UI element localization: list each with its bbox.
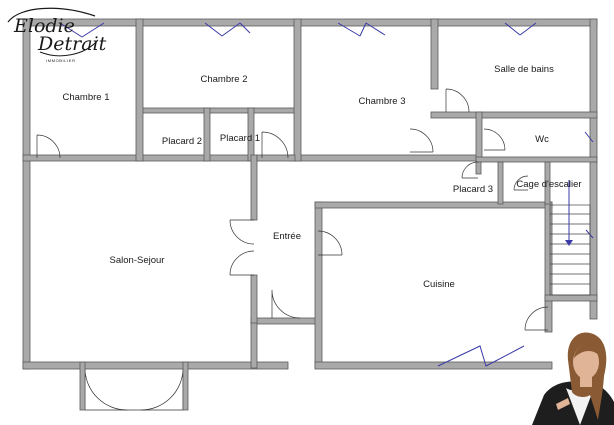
label-cuisine: Cuisine	[423, 279, 455, 290]
door-kitchen	[317, 230, 343, 256]
stair-arrow-icon	[565, 240, 573, 246]
label-wc: Wc	[535, 134, 549, 145]
label-cage-escalier: Cage d'escalier	[516, 179, 581, 190]
label-chambre3: Chambre 3	[359, 96, 406, 107]
door-cage	[513, 175, 529, 191]
window-sdb	[504, 22, 537, 36]
label-placard2: Placard 2	[162, 136, 202, 147]
wall-kitchen-top	[314, 201, 553, 209]
staircase	[549, 180, 591, 296]
doors	[36, 88, 549, 411]
wall-salon-entree	[250, 154, 258, 221]
logo-name-last: Detrait	[37, 33, 107, 55]
label-chambre2: Chambre 2	[201, 74, 248, 85]
door-placard1	[261, 131, 289, 159]
wall-chambre3-bottom	[289, 154, 481, 162]
door-kitchen-right	[524, 306, 549, 331]
wall-salon-entree-low	[250, 274, 258, 324]
door-entree	[271, 289, 301, 319]
door-sdb	[445, 88, 470, 113]
wall-wc-left	[475, 111, 483, 163]
wall-ch2-ch3	[293, 18, 302, 162]
wall-right-lower	[544, 294, 598, 302]
label-salle-de-bains: Salle de bains	[494, 64, 554, 75]
wall-placard3-right	[497, 161, 504, 205]
wall-placard-bottom	[137, 154, 255, 162]
wall-entree-top	[256, 154, 296, 162]
wall-sdb-bottom	[430, 111, 598, 119]
window-chambre3	[337, 22, 386, 37]
wall-kitchen-bottom	[314, 361, 553, 370]
wall-placard3-left	[475, 161, 482, 175]
door-salon-2	[229, 250, 255, 276]
wall-left	[22, 18, 31, 370]
agent-portrait	[532, 332, 614, 425]
windows	[59, 22, 594, 367]
logo-tagline: IMMOBILIER	[46, 58, 76, 63]
door-salon	[229, 219, 255, 245]
agency-logo: Elodie Detrait IMMOBILIER	[7, 7, 107, 63]
window-chambre1	[59, 22, 105, 38]
wall-ch1-ch2	[135, 18, 144, 162]
wall-bedrooms-bottom	[22, 154, 139, 162]
wall-chambre2-bottom	[137, 107, 299, 114]
wall-kitchen-right	[544, 201, 553, 333]
label-placard1: Placard 1	[220, 133, 260, 144]
wall-top	[22, 18, 598, 27]
window-wc	[584, 131, 594, 143]
wall-kitchen-left	[314, 201, 323, 369]
wall-entree-bottom	[250, 317, 320, 325]
room-labels: Chambre 1 Chambre 2 Chambre 3 Salle de b…	[63, 64, 582, 290]
label-chambre1: Chambre 1	[63, 92, 110, 103]
wall-frame-left	[79, 361, 86, 411]
door-salon-french	[84, 368, 184, 411]
door-chambre1	[36, 134, 61, 159]
wall-bottom-left	[22, 361, 289, 370]
logo-name-first: Elodie	[13, 15, 75, 37]
door-chambre3	[409, 128, 434, 153]
wall-entree-left-stub	[250, 317, 258, 369]
wall-frame-right	[182, 361, 189, 411]
window-chambre2	[204, 22, 251, 37]
wall-right	[589, 18, 598, 320]
window-kitchen	[437, 345, 525, 367]
label-entree: Entrée	[273, 231, 301, 242]
label-placard3: Placard 3	[453, 184, 493, 195]
wall-ch3-sdb	[430, 18, 439, 90]
wall-placard-mid	[203, 107, 211, 162]
label-salon: Salon-Sejour	[110, 255, 165, 266]
door-wc	[483, 128, 506, 151]
door-placard3	[461, 161, 479, 179]
wall-wc-bottom	[475, 156, 598, 163]
wall-cage-right-top	[544, 161, 551, 205]
